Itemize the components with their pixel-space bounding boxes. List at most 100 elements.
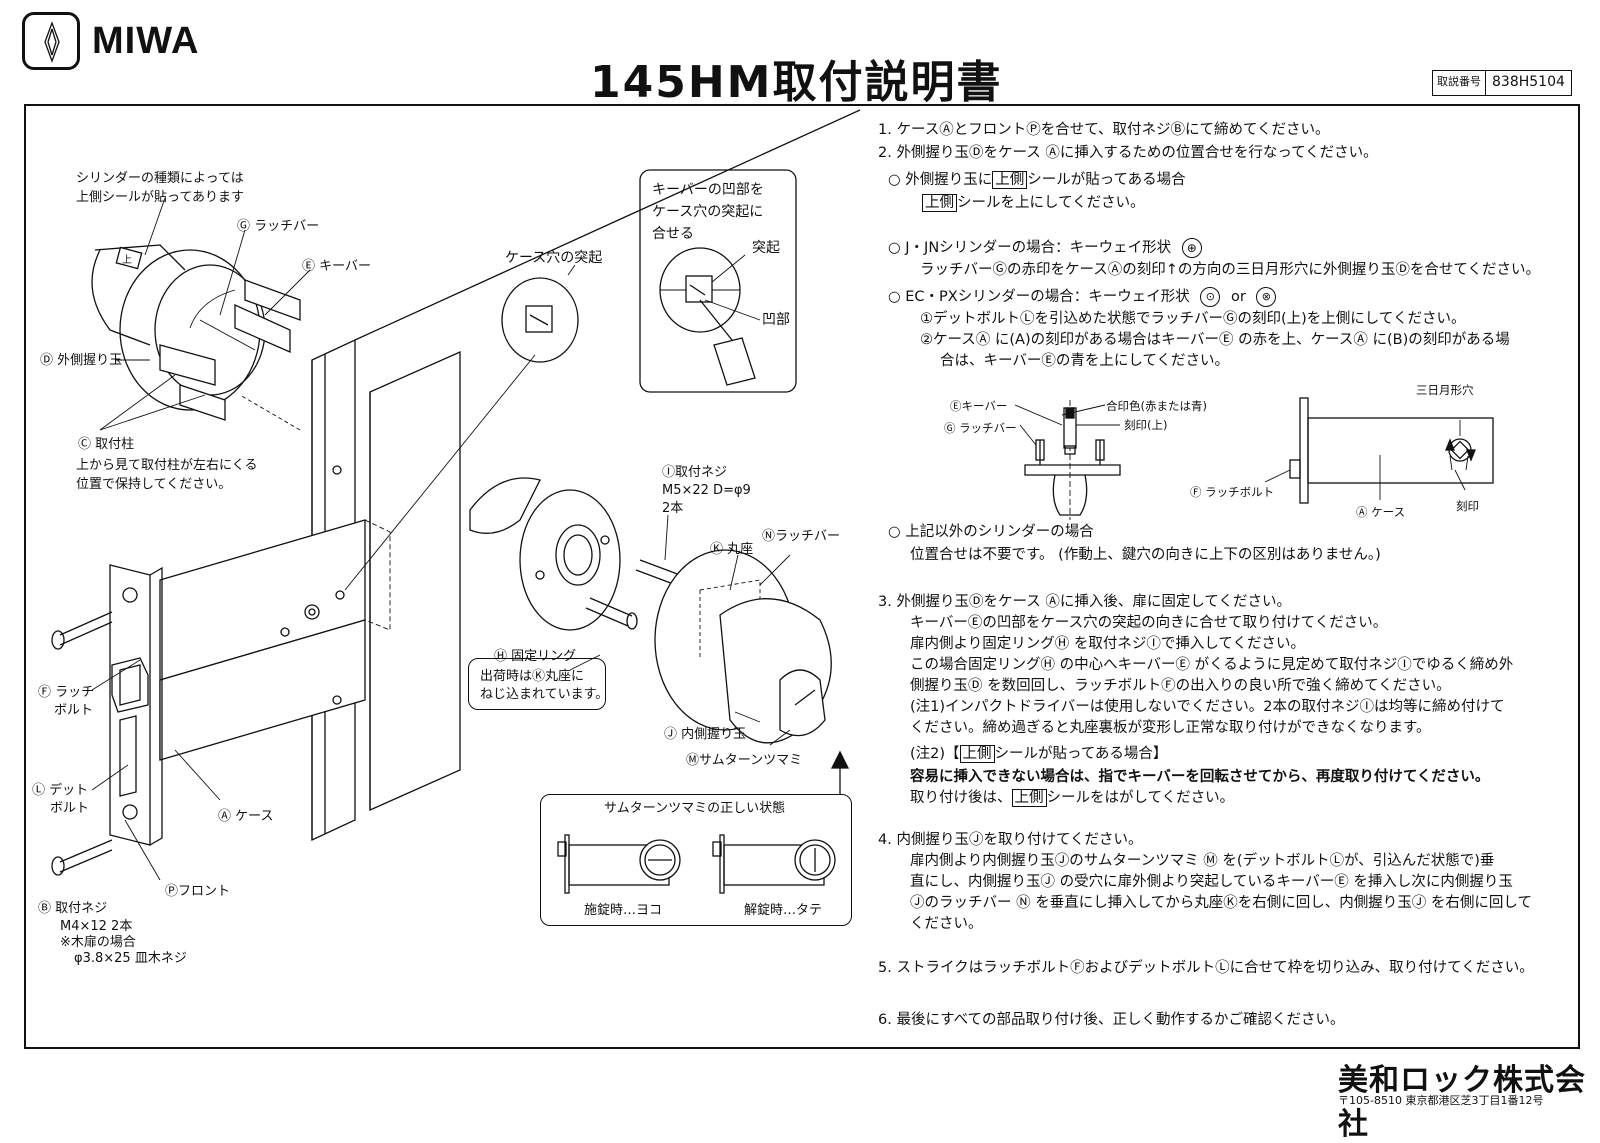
note-2-bold: 容易に挿入できない場合は、指でキーバーを回転させてから、再度取り付けてください。 <box>910 769 1490 785</box>
thumbturn-m-label: Ⓜサムターンツマミ <box>686 753 803 768</box>
sub-color-label: 合印色(赤または青) <box>1106 399 1207 413</box>
instruction-6: 6. 最後にすべての部品取り付け後、正しく動作するかご確認ください。 <box>878 1012 1345 1028</box>
ecpx-cylinder-text: ○ EC・PXシリンダーの場合：キーウェイ形状 <box>888 289 1190 305</box>
latch-f-label-2: ボルト <box>54 703 94 718</box>
case-hole-label: ケース穴の突起 <box>505 250 603 266</box>
keyway-jjn-icon: ⊕ <box>1181 238 1202 258</box>
align-note-2: ケース穴の突起に <box>652 204 764 220</box>
sub-latchbar-label: Ⓖ ラッチバー <box>944 421 1017 435</box>
dead-l-label-1: Ⓛ デット <box>32 783 89 798</box>
ring-h-label: Ⓗ 固定リング <box>494 649 577 664</box>
outer-knob-seal-line: ○ 外側握り玉に上側シールが貼ってある場合 <box>888 170 1186 191</box>
thumbturn-state-box <box>540 794 852 926</box>
recess-label: 凹部 <box>762 312 790 328</box>
content-frame <box>24 104 1580 1049</box>
or-text: or <box>1230 289 1246 305</box>
latch-bar-n-label: Ⓝラッチバー <box>762 529 841 544</box>
upper-seal-tag-4: 上側 <box>1011 789 1047 807</box>
align-note-3: 合せる <box>652 226 694 242</box>
thumbturn-box-title: サムターンツマミの正しい状態 <box>604 801 786 816</box>
note-2-remove-text-1: 取り付け後は、 <box>910 790 1012 806</box>
inner-knob-j-label: Ⓙ 内側握り玉 <box>664 727 747 742</box>
ecpx-step-2b: 合は、キーバーⒺの青を上にしてください。 <box>940 353 1229 369</box>
keybar-e-label: Ⓔ キーバー <box>302 259 372 274</box>
sub-keybar-label: Ⓔキーバー <box>950 399 1008 413</box>
screw-i-label-2: M5×22 D=φ9 <box>662 483 751 498</box>
instruction-4a: 扉内側より内側握り玉Ⓙのサムターンツマミ Ⓜ を(デットボルトⓁが、引込んだ状態… <box>910 853 1495 869</box>
miwa-logo <box>22 12 80 70</box>
ring-note-2: ねじ込まれています。 <box>480 687 609 702</box>
alignment-subdiagrams <box>1014 397 1494 520</box>
upper-seal-tag: 上側 <box>992 171 1028 189</box>
instruction-2: 2. 外側握り玉Ⓓをケース Ⓐに挿入するための位置合せを行なってください。 <box>878 145 1378 161</box>
instruction-4: 4. 内側握り玉Ⓙを取り付けてください。 <box>878 832 1143 848</box>
jjn-instruction: ラッチバーⒼの赤印をケースⒶの刻印↑の方向の三日月形穴に外側握り玉Ⓓを合せてくだ… <box>920 262 1540 278</box>
brand-name: MIWA <box>92 20 200 62</box>
document-number-value: 838H5104 <box>1492 74 1565 90</box>
seal-up-text: シールを上にしてください。 <box>957 195 1145 211</box>
instruction-3c: この場合固定リングⒽ の中心へキーバーⒺ がくるように見定めて取付ネジⒾでゆるく… <box>910 657 1514 673</box>
ecpx-step-2a: ②ケースⒶ に(A)の刻印がある場合はキーバーⒺ の赤を上、ケースⒶ に(B)の… <box>920 332 1510 348</box>
instruction-4b: 直にし、内側握り玉Ⓙ の受穴に扉外側より突起しているキーバーⒺ を挿入し次に内側… <box>910 874 1513 890</box>
miwa-logo-icon <box>44 21 60 63</box>
note-2-remove-line: 取り付け後は、上側シールをはがしてください。 <box>910 788 1234 809</box>
note-2-text-1: (注2)【 <box>910 746 960 762</box>
sub-crescent-label: 三日月形穴 <box>1416 383 1474 397</box>
document-title: 145HM取付説明書 <box>590 57 1003 108</box>
upper-seal-tag-3: 上側 <box>959 745 995 763</box>
instruction-3f: ください。締め過ぎると丸座裏板が変形し正常な取り付けができなくなります。 <box>910 720 1431 736</box>
dead-l-label-2: ボルト <box>50 801 90 816</box>
instruction-1: 1. ケースⒶとフロントⓅを合せて、取付ネジⒷにて締めてください。 <box>878 122 1330 138</box>
instruction-3: 3. 外側握り玉Ⓓをケース Ⓐに挿入後、扉に固定してください。 <box>878 594 1291 610</box>
instruction-3b: 扉内側より固定リングⒽ を取付ネジⒾで挿入してください。 <box>910 636 1305 652</box>
instruction-5: 5. ストライクはラッチボルトⒻおよびデットボルトⓁに合せて枠を切り込み、取り付… <box>878 960 1534 976</box>
sub-mark-up-label: 刻印(上) <box>1124 418 1168 432</box>
sub-mark-label: 刻印 <box>1456 499 1479 513</box>
ring-note-box <box>468 658 606 710</box>
screw-i-label-1: Ⓘ取付ネジ <box>662 465 728 480</box>
screw-i-label-3: 2本 <box>662 501 684 516</box>
outer-knob-seal-text-2: シールが貼ってある場合 <box>1027 172 1186 188</box>
note-2-line: (注2)【上側シールが貼ってある場合】 <box>910 744 1167 765</box>
seal-up-line: 上側シールを上にしてください。 <box>922 193 1145 214</box>
align-note-1: キーバーの凹部を <box>652 182 764 198</box>
ring-note-1: 出荷時はⓀ丸座に <box>480 669 585 684</box>
sub-latchbolt-label: Ⓕ ラッチボルト <box>1190 485 1275 499</box>
document-number-label: 取説番号 <box>1433 71 1486 95</box>
ecpx-cylinder-line: ○ EC・PXシリンダーの場合：キーウェイ形状 ⊙ or ⊗ <box>888 287 1277 308</box>
case-a-label: Ⓐ ケース <box>218 809 274 824</box>
jjn-cylinder-text: ○ J・JNシリンダーの場合：キーウェイ形状 <box>888 240 1172 256</box>
unlocked-label: 解錠時…タテ <box>744 903 823 918</box>
post-note-1: 上から見て取付柱が左右にくる <box>76 458 258 473</box>
post-c-label: Ⓒ 取付柱 <box>78 437 135 452</box>
note-2-remove-text-2: シールをはがしてください。 <box>1046 790 1235 806</box>
other-cylinder-heading: ○ 上記以外のシリンダーの場合 <box>888 524 1094 540</box>
other-cylinder-note: 位置合せは不要です。 (作動上、鍵穴の向きに上下の区別はありません。) <box>910 547 1381 563</box>
front-p-label: Ⓟフロント <box>165 884 231 899</box>
outer-knob-d-label: Ⓓ 外側握り玉 <box>40 353 123 368</box>
latch-f-label-1: Ⓕ ラッチ <box>38 685 95 700</box>
latch-bar-g-label: Ⓖ ラッチバー <box>237 219 320 234</box>
keyway-px-icon: ⊗ <box>1256 287 1277 307</box>
instruction-3e: (注1)インパクトドライバーは使用しないでください。2本の取付ネジⒾは均等に締め… <box>910 699 1505 715</box>
cylinder-note-1: シリンダーの種類によっては <box>76 171 244 186</box>
screw-b-label-4: φ3.8×25 皿木ネジ <box>74 951 187 966</box>
screw-b-label-2: M4×12 2本 <box>60 919 133 934</box>
cylinder-note-2: 上側シールが貼ってあります <box>76 190 244 205</box>
company-address: 〒105-8510 東京都港区芝3丁目1番12号 <box>1338 1094 1544 1107</box>
protrusion-label: 突起 <box>752 240 780 256</box>
upper-seal-tag-2: 上側 <box>922 194 957 212</box>
instruction-3a: キーバーⒺの凹部をケース穴の突起の向きに合せて取り付けてください。 <box>910 615 1388 631</box>
post-note-2: 位置で保持してください。 <box>76 477 232 492</box>
keyway-ec-icon: ⊙ <box>1200 287 1221 307</box>
note-2-text-2: シールが貼ってある場合】 <box>994 746 1168 762</box>
instruction-4c: Ⓙのラッチバー Ⓝ を垂直にし挿入してから丸座Ⓚを右側に回し、内側握り玉Ⓙ を右… <box>910 895 1532 911</box>
screw-b-label-1: Ⓑ 取付ネジ <box>38 901 108 916</box>
jjn-cylinder-line: ○ J・JNシリンダーの場合：キーウェイ形状 ⊕ <box>888 238 1202 259</box>
screw-b-label-3: ※木扉の場合 <box>60 935 136 950</box>
document-number: 取説番号 838H5104 <box>1432 70 1572 96</box>
sub-case-label: Ⓐ ケース <box>1356 505 1406 519</box>
outer-knob-seal-text-1: ○ 外側握り玉に <box>888 172 993 188</box>
locked-label: 施錠時…ヨコ <box>584 903 663 918</box>
company-name: 美和ロック株式会社 <box>1338 1063 1586 1142</box>
